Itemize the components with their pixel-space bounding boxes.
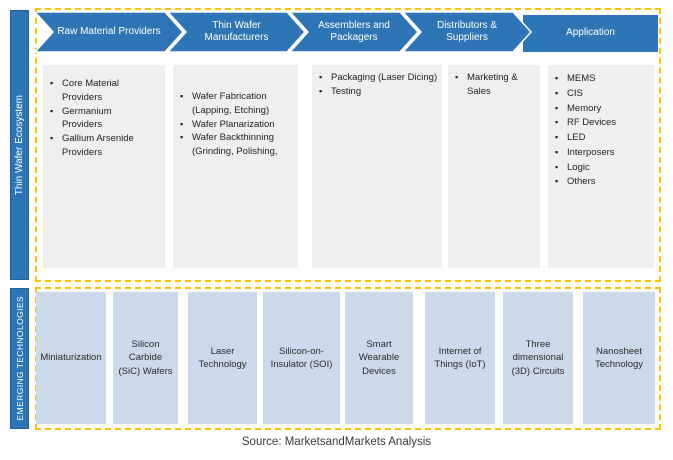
stage-items-panel-assemblers-packagers: Packaging (Laser Dicing)Testing [312,65,442,268]
tech-box-silicon-carbide-wafers: Silicon Carbide (SiC) Wafers [113,292,178,424]
tech-box-silicon-on-insulator: Silicon-on-Insulator (SOI) [263,292,340,424]
tech-box-nanosheet-technology: Nanosheet Technology [583,292,655,424]
stage-chevron-thin-wafer-manufacturers [166,12,307,53]
stage-item-list: Packaging (Laser Dicing)Testing [318,71,438,99]
tech-box-3d-circuits: Three dimensional (3D) Circuits [503,292,573,424]
stage-item: Wafer Planarization [179,118,292,132]
stage-item: Packaging (Laser Dicing) [318,71,438,85]
emerging-side-bar: EMERGING TECHNOLOGIES [10,288,29,429]
stage-header-band [35,12,658,53]
tech-box-internet-of-things: Internet of Things (IoT) [425,292,495,424]
stage-item: Germanium Providers [49,105,151,133]
stage-item-list: Core Material ProvidersGermanium Provide… [49,77,151,160]
stage-items-panel-raw-material-providers: Core Material ProvidersGermanium Provide… [43,65,165,268]
stage-item: Marketing & Sales [454,71,534,99]
stage-item: Memory [554,102,650,116]
stage-item: Core Material Providers [49,77,151,105]
stage-item-list: MEMSCISMemoryRF DevicesLEDInterposersLog… [554,72,650,189]
stage-item: Interposers [554,146,650,160]
stage-items-panel-thin-wafer-manufacturers: Wafer Fabrication (Lapping, Etching)Wafe… [173,65,298,268]
tech-box-miniaturization: Miniaturization [36,292,106,424]
tech-box-smart-wearable-devices: Smart Wearable Devices [345,292,413,424]
source-note: Source: MarketsandMarkets Analysis [241,436,432,448]
stage-item: Testing [318,85,438,99]
stage-item-list: Marketing & Sales [454,71,534,99]
emerging-side-label: EMERGING TECHNOLOGIES [14,296,25,421]
stage-item: Gallium Arsenide Providers [49,132,151,160]
stage-item: Logic [554,161,650,175]
stage-items-panel-application: MEMSCISMemoryRF DevicesLEDInterposersLog… [548,65,654,268]
stage-chevron-assemblers-packagers [288,12,420,53]
stage-item: CIS [554,87,650,101]
stage-chevron-raw-material-providers [35,12,185,53]
ecosystem-side-label: Thin Wafer Ecosystem [14,94,25,196]
stage-chevron-distributors-suppliers [401,12,533,53]
stage-item: Others [554,175,650,189]
stage-items-panel-distributors-suppliers: Marketing & Sales [448,65,540,268]
stage-item-list: Wafer Fabrication (Lapping, Etching)Wafe… [179,90,292,159]
stage-item: RF Devices [554,116,650,130]
stage-item: LED [554,131,650,145]
stage-item: MEMS [554,72,650,86]
tech-box-laser-technology: Laser Technology [188,292,257,424]
stage-item: Wafer Fabrication (Lapping, Etching) [179,90,292,118]
ecosystem-side-bar: Thin Wafer Ecosystem [10,10,29,280]
stage-header-application-shape [523,15,658,52]
stage-item: Wafer Backthinning (Grinding, Polishing, [179,131,292,159]
